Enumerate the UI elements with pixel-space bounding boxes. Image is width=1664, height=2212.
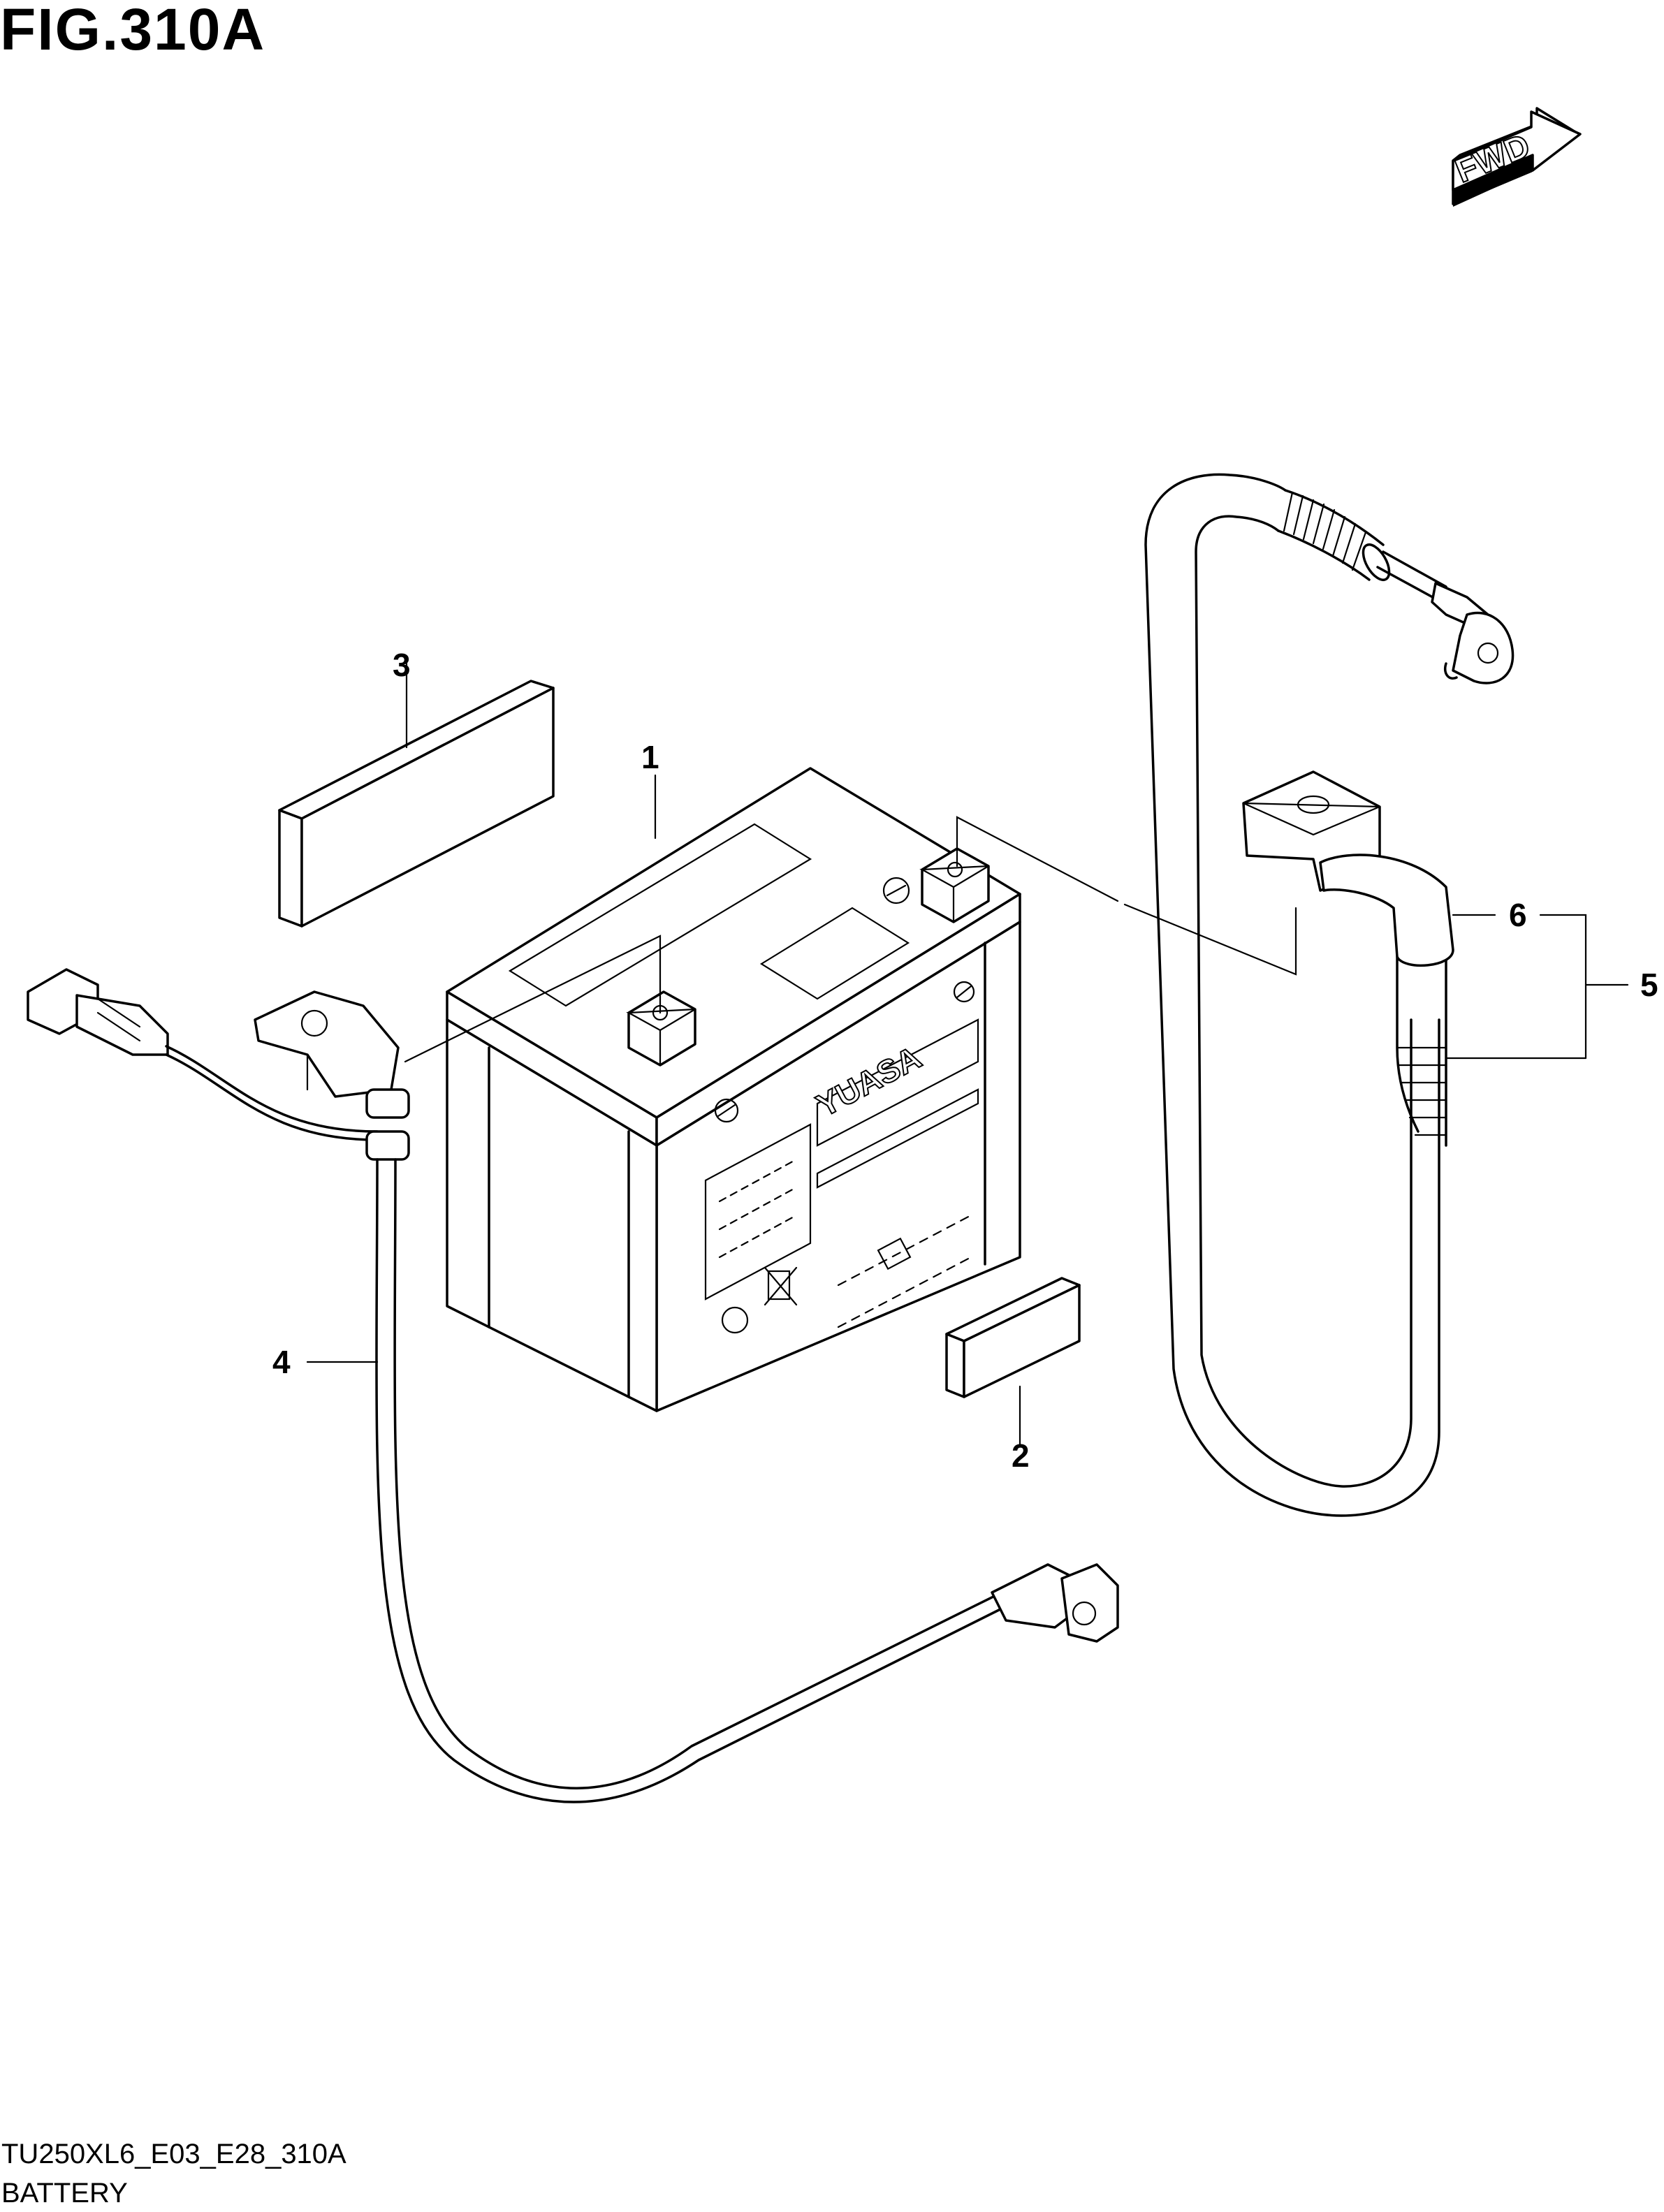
- figure-title: FIG.310A: [0, 0, 266, 62]
- callout-4: 4: [272, 1344, 291, 1380]
- figure-name: BATTERY: [1, 2178, 128, 2209]
- part-2-spacer: 2: [945, 1277, 1081, 1474]
- figure-code: TU250XL6_E03_E28_310A: [1, 2139, 346, 2169]
- callout-1: 1: [641, 739, 659, 775]
- part-1-battery: YUASA 1: [446, 739, 1021, 1412]
- part-4-negative-lead: 4: [27, 968, 1119, 1803]
- fwd-arrow-icon: FWD: [1450, 107, 1582, 207]
- callout-3: 3: [393, 647, 411, 683]
- callout-5: 5: [1640, 967, 1658, 1003]
- callout-2: 2: [1012, 1437, 1030, 1474]
- callout-6: 6: [1509, 897, 1527, 933]
- part-3-pad: 3: [278, 647, 555, 928]
- part-5-positive-cable: 6 5: [1144, 473, 1658, 1517]
